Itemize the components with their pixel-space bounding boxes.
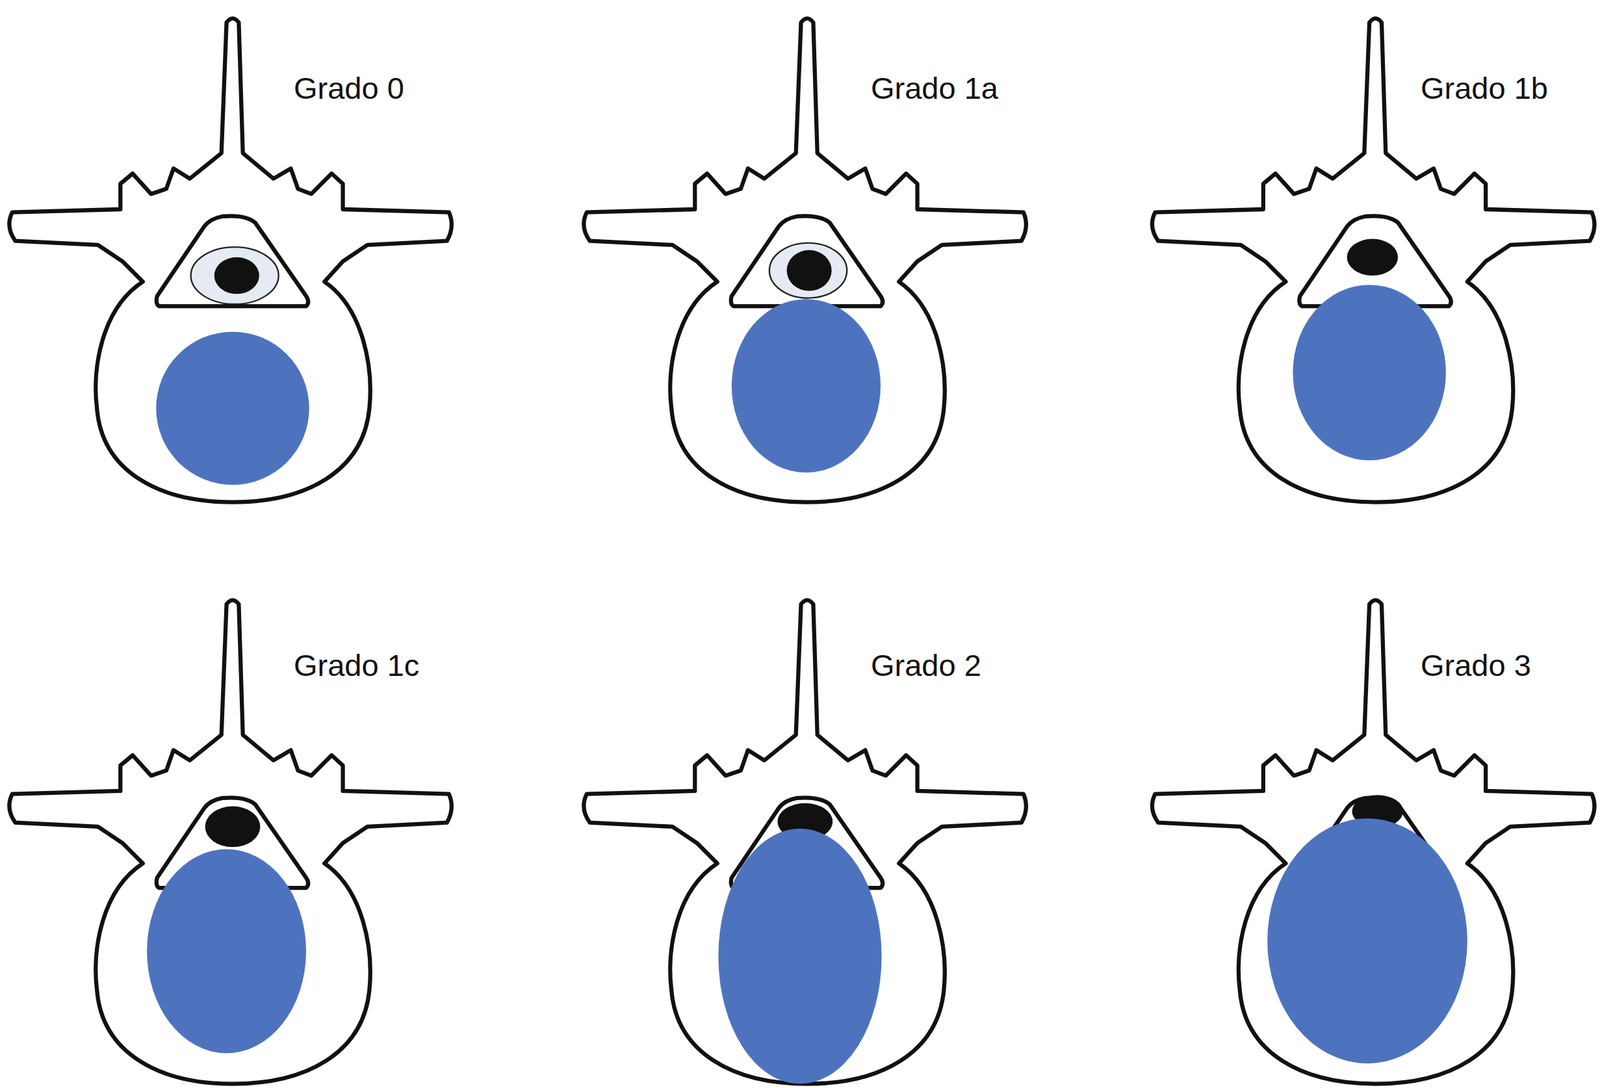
vertebra-grade-0: [9, 18, 452, 502]
grade-label: Grado 2: [870, 649, 982, 681]
grade-label: Grado 0: [293, 72, 405, 104]
grade-label: Grado 1c: [293, 649, 420, 681]
vertebra-grade-3: [1152, 599, 1595, 1084]
grade-label: Grado 1a: [870, 72, 999, 104]
grade-label: Grado 3: [1420, 649, 1532, 681]
grade-label: Grado 1b: [1420, 72, 1549, 104]
vertebra-grade-2: [583, 599, 1027, 1084]
vertebra-grade-1a: [583, 18, 1027, 502]
vertebra-grade-1c: [9, 599, 452, 1084]
vertebra-grade-1b: [1152, 18, 1595, 502]
